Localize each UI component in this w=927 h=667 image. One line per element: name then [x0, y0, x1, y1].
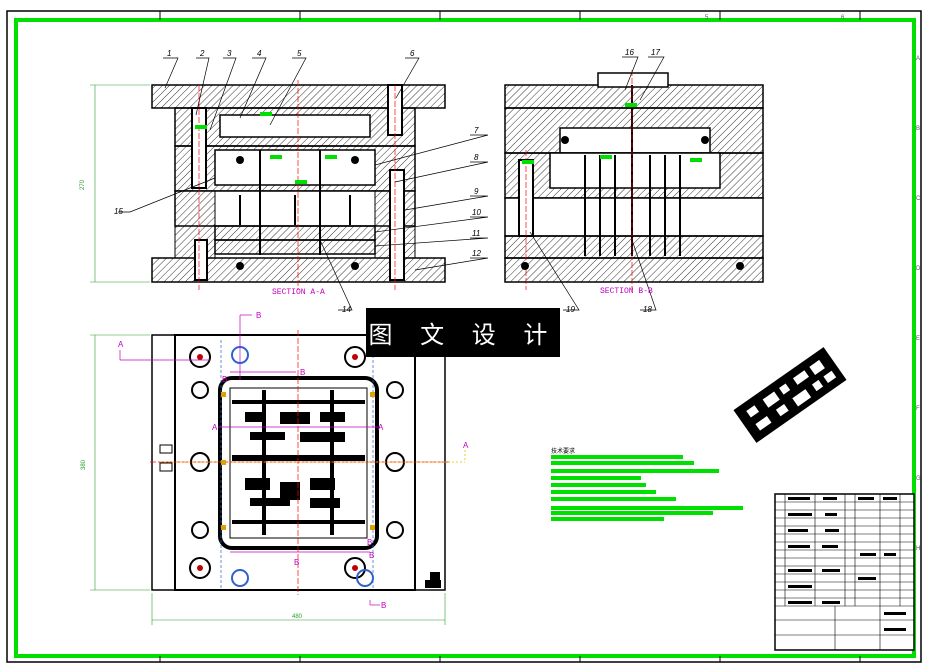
section-marker: B: [300, 368, 305, 377]
part-number-label: 18: [643, 305, 652, 314]
technical-notes-title: 技术要求: [551, 449, 576, 455]
top-tick-label: 5: [705, 15, 709, 21]
section-marker: A: [118, 340, 124, 349]
part-number-label: 3: [227, 49, 232, 58]
part-number-label: 19: [566, 305, 575, 314]
section-bb-view: [504, 70, 764, 290]
dimension-label: 480: [292, 614, 303, 620]
section-aa-view: [151, 80, 446, 290]
dimension-label: 380: [81, 459, 87, 470]
plan-view: [119, 314, 466, 606]
section-marker: B: [222, 375, 227, 384]
part-number-label: 17: [651, 48, 660, 57]
section-marker: B: [381, 601, 386, 610]
section-marker: B: [367, 538, 372, 547]
part-number-label: 6: [410, 49, 415, 58]
right-tick-label: F: [916, 406, 920, 412]
part-number-label: 8: [474, 153, 479, 162]
part-number-label: 5: [297, 49, 302, 58]
title-block: [774, 493, 915, 651]
section-marker: B: [256, 311, 261, 320]
part-number-label: 14: [342, 305, 351, 314]
top-tick-label: 6: [841, 15, 845, 21]
watermark-banner: 图 文 设 计: [366, 308, 560, 357]
section-marker: B: [294, 558, 299, 567]
leader-lines: [118, 56, 665, 311]
part-number-label: 1: [167, 49, 171, 58]
section-aa-caption: SECTION A-A: [272, 288, 325, 297]
part-number-label: 4: [257, 49, 262, 58]
part-number-label: 10: [472, 208, 481, 217]
section-marker: A: [212, 423, 218, 432]
section-bb-caption: SECTION B-B: [600, 287, 653, 296]
part-number-label: 2: [199, 49, 205, 58]
section-marker: B: [369, 551, 374, 560]
right-tick-label: E: [916, 336, 920, 342]
part-number-label: 7: [474, 126, 479, 135]
outer-border: [6, 10, 922, 663]
section-marker: A: [463, 441, 469, 450]
technical-notes-text: [551, 455, 743, 521]
part-number-label: 9: [474, 187, 479, 196]
part-number-label: 16: [625, 48, 634, 57]
part-number-label: 11: [472, 229, 480, 238]
right-tick-label: G: [916, 476, 921, 482]
right-tick-label: B: [916, 126, 920, 132]
part-number-label: 15: [114, 207, 123, 216]
section-marker: A: [378, 423, 384, 432]
part-number-label: 12: [472, 249, 481, 258]
dimension-label: 270: [80, 179, 86, 190]
right-tick-label: A: [916, 56, 920, 62]
right-tick-label: H: [916, 546, 920, 552]
right-tick-label: C: [916, 196, 921, 202]
product-isometric: [733, 347, 847, 443]
right-tick-label: D: [916, 266, 921, 272]
inner-frame: [14, 18, 916, 658]
